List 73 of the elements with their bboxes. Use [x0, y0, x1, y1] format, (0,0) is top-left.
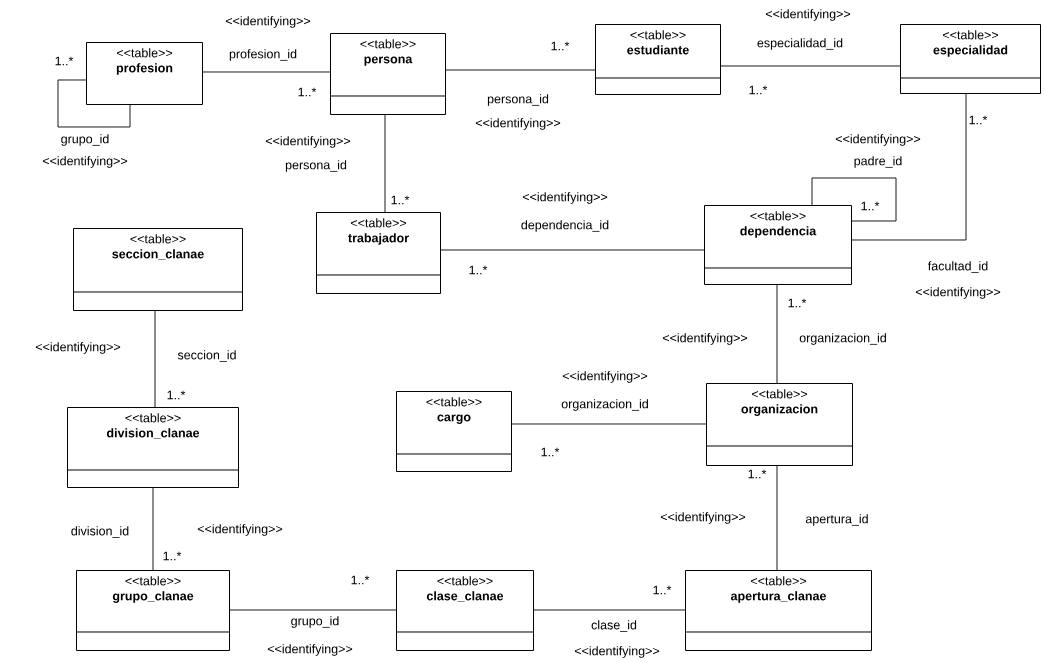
edge-label: organizacion_id [560, 398, 650, 412]
edge-label: grupo_id [289, 615, 341, 629]
table-box: <<table>> profesion [86, 42, 203, 105]
association-label: 1..* [749, 85, 768, 95]
association-label: 1..* [748, 469, 767, 479]
table-box: <<table>> apertura_clanae [684, 570, 872, 651]
edge-label: clase_id [590, 619, 638, 633]
association-label: 1..* [861, 201, 880, 211]
connector-line [776, 284, 778, 384]
connector-line [811, 177, 897, 222]
association-label: 1..* [55, 56, 74, 66]
association-label: 1..* [351, 575, 370, 585]
association-label: 1..* [391, 195, 410, 205]
association-label: <<identifying>> [225, 16, 311, 28]
connector-line [533, 609, 686, 611]
connector-line [154, 310, 156, 408]
table-box: <<table>> cargo [395, 391, 512, 472]
association-label: 1..* [788, 298, 807, 308]
table-box: <<table>> persona [329, 33, 446, 115]
association-label: <<identifying>> [267, 644, 353, 656]
association-label: 1..* [167, 390, 186, 400]
edge-label: apertura_id [804, 513, 870, 527]
table-box: <<table>> clase_clanae [395, 570, 534, 651]
connector-line [511, 423, 707, 425]
connector-line [57, 79, 131, 128]
association-label: <<identifying>> [265, 136, 351, 148]
association-label: <<identifying>> [562, 371, 648, 383]
association-label: <<identifying>> [35, 342, 121, 354]
edge-label: division_id [69, 525, 131, 539]
edge-label: seccion_id [176, 349, 238, 363]
connector-line [776, 465, 778, 571]
connector-line [384, 114, 386, 213]
association-label: <<identifying>> [574, 646, 660, 658]
connector-line [229, 609, 397, 611]
connector-line [152, 487, 154, 571]
association-label: 1..* [298, 87, 317, 97]
association-label: 1..* [541, 447, 560, 457]
association-label: <<identifying>> [42, 156, 128, 168]
table-box: <<table>> estudiante [594, 24, 721, 95]
table-box: <<table>> trabajador [315, 212, 441, 294]
edge-label: especialidad_id [755, 37, 845, 51]
association-label: <<identifying>> [660, 512, 746, 524]
association-label: 1..* [163, 551, 182, 561]
edge-label: persona_id [486, 93, 550, 107]
connector-line [720, 65, 901, 67]
table-box: <<table>> dependencia [703, 205, 852, 285]
table-box: <<table>> division_clanae [66, 407, 239, 488]
association-label: <<identifying>> [475, 118, 561, 130]
association-label: <<identifying>> [522, 192, 608, 204]
association-label: 1..* [969, 115, 988, 125]
association-label: <<identifying>> [765, 9, 851, 21]
association-label: 1..* [551, 41, 570, 51]
association-label: 1..* [469, 265, 488, 275]
connector-line [851, 93, 967, 241]
connector-line [202, 71, 331, 73]
edge-label: padre_id [852, 155, 904, 169]
table-box: <<table>> especialidad [899, 24, 1041, 94]
edge-label: profesion_id [227, 48, 299, 62]
edge-label: organizacion_id [798, 332, 888, 346]
table-box: <<table>> seccion_clanae [72, 228, 243, 311]
table-box: <<table>> grupo_clanae [75, 570, 230, 651]
association-label: <<identifying>> [662, 333, 748, 345]
connector-line [440, 249, 705, 251]
table-box: <<table>> organizacion [705, 383, 853, 466]
association-label: 1..* [653, 585, 672, 595]
association-label: <<identifying>> [915, 287, 1001, 299]
edge-label: dependencia_id [519, 219, 611, 233]
edge-label: persona_id [284, 159, 348, 173]
edge-label: grupo_id [59, 133, 111, 147]
edge-label: facultad_id [926, 260, 990, 274]
association-label: <<identifying>> [835, 134, 921, 146]
association-label: <<identifying>> [197, 524, 283, 536]
connector-line [445, 69, 596, 71]
